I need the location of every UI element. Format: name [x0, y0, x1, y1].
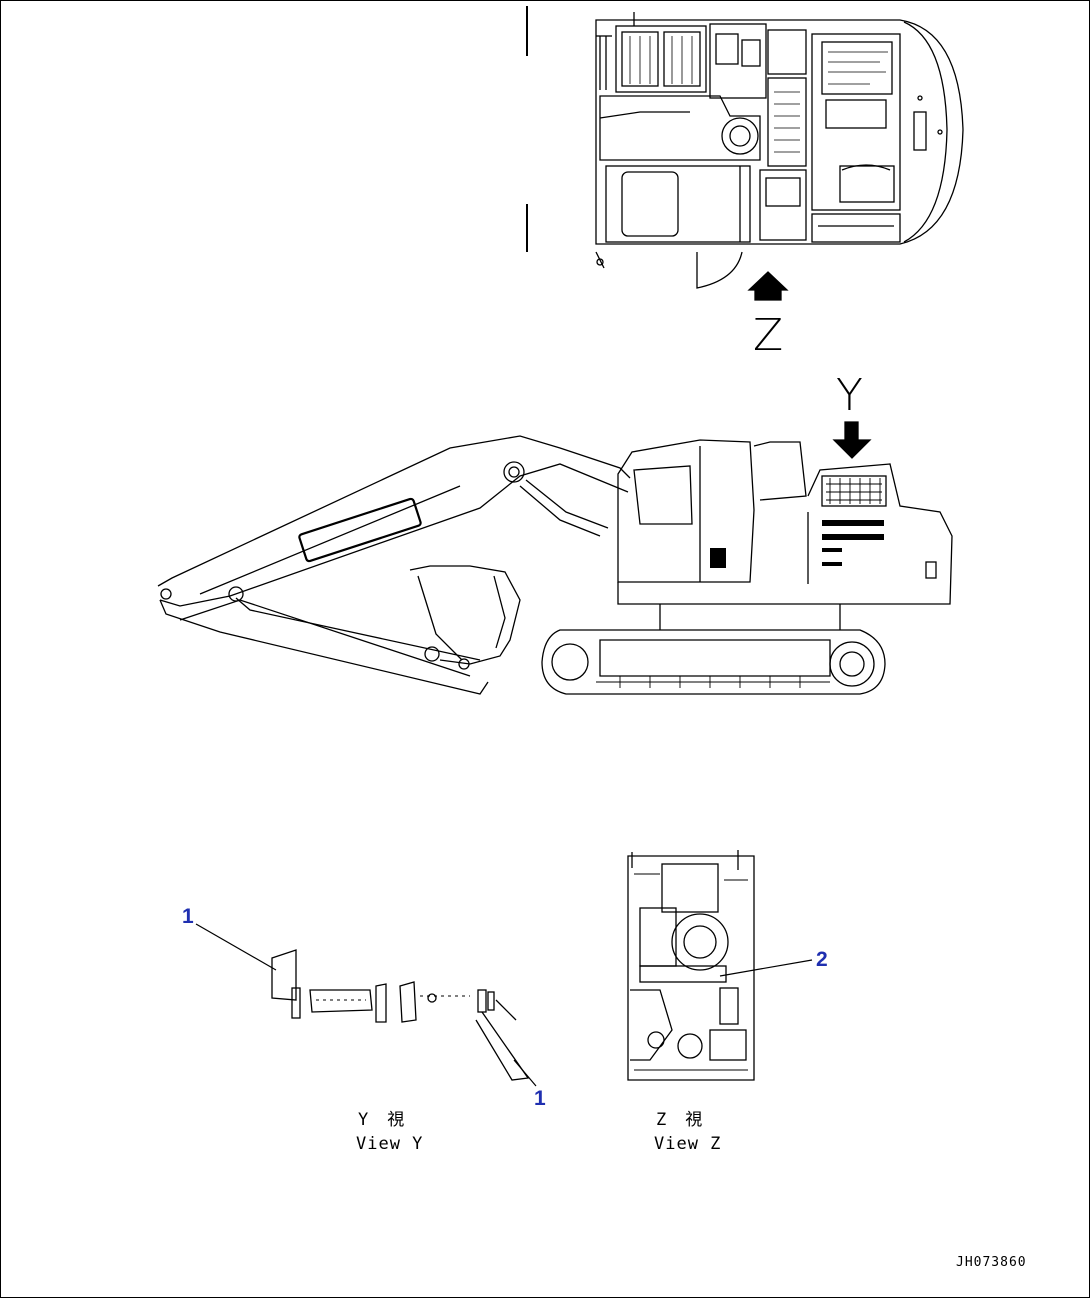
y-arrow-label: Y: [836, 370, 863, 421]
excavator-side-view: [157, 435, 953, 695]
callout-1-top: 1: [182, 905, 194, 928]
callout-1-bottom: 1: [534, 1087, 546, 1110]
view-z-detail: [627, 850, 755, 1081]
top-plan-view: [526, 6, 964, 289]
figure-code: JH073860: [956, 1255, 1027, 1270]
y-direction-arrow: [832, 421, 872, 459]
view-z-caption-jp: Z 視: [656, 1110, 704, 1130]
callout-2: 2: [816, 948, 828, 971]
view-y-caption-en: View Y: [356, 1134, 424, 1154]
z-arrow-label: Z: [753, 310, 784, 361]
leader-lines: [195, 923, 813, 1087]
z-direction-arrow: [747, 271, 789, 301]
view-z-caption-en: View Z: [654, 1134, 722, 1154]
view-y-detail: [271, 949, 530, 1081]
view-y-caption-jp: Y 視: [358, 1110, 406, 1130]
